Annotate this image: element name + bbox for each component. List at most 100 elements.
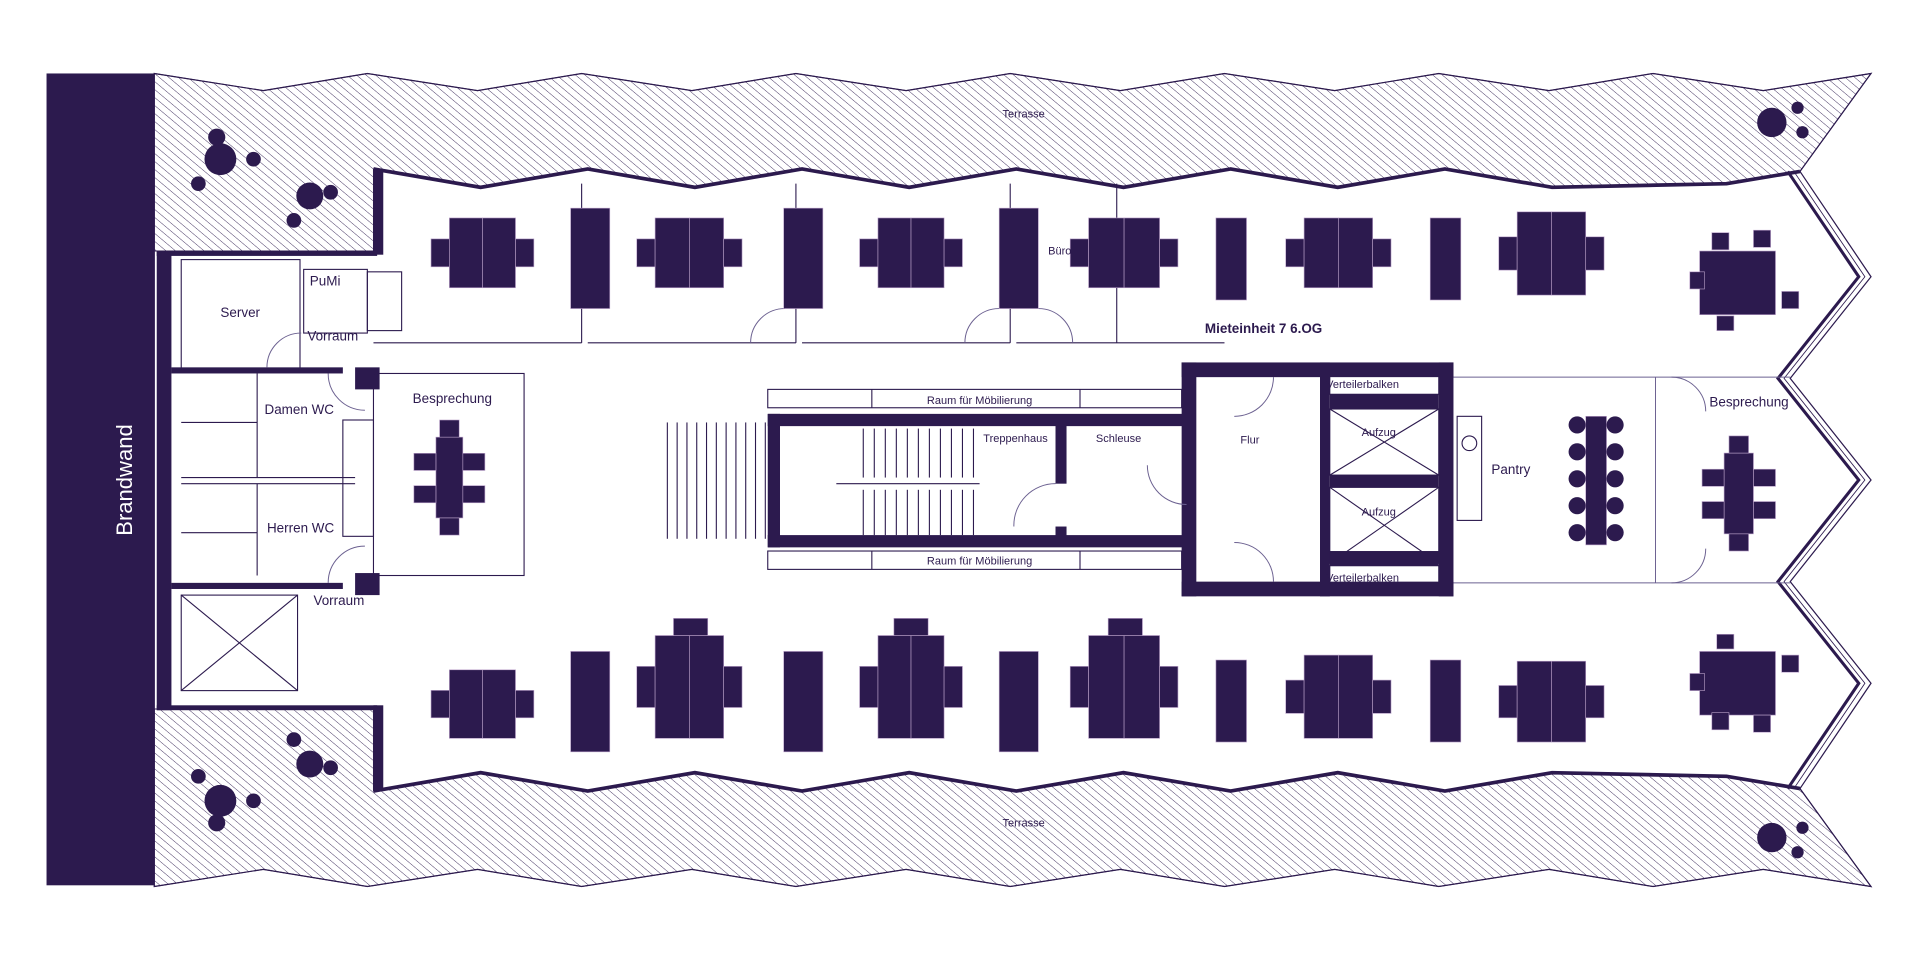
tree-icon <box>1791 846 1804 859</box>
wall <box>1329 475 1439 488</box>
wall <box>1438 362 1454 597</box>
room-pumi: PuMi <box>310 273 341 288</box>
desk <box>449 217 483 289</box>
room-vestibule-bottom: Vorraum <box>313 593 364 608</box>
chair <box>859 238 879 268</box>
chair <box>1689 271 1705 290</box>
desk <box>1123 635 1160 739</box>
chair <box>1753 714 1771 733</box>
chair <box>1069 666 1089 708</box>
chair <box>462 453 486 471</box>
wall <box>767 413 780 548</box>
chair <box>1107 618 1143 636</box>
chair <box>943 666 963 708</box>
tree-icon <box>1796 821 1809 834</box>
chair <box>673 618 709 636</box>
stool <box>1568 524 1586 542</box>
chair <box>515 238 535 268</box>
chair <box>1728 533 1749 552</box>
chair <box>1711 712 1730 731</box>
desk <box>1338 217 1373 289</box>
wall <box>373 168 384 255</box>
wall <box>171 367 343 374</box>
shower <box>180 594 299 692</box>
wall <box>767 413 1194 427</box>
chair <box>1728 435 1749 454</box>
room-meeting-left: Besprechung <box>413 391 492 406</box>
desk <box>1088 217 1125 289</box>
room-elevator-1: Aufzug <box>1362 427 1396 439</box>
unit-title: Mieteinheit 7 6.OG <box>1205 321 1322 336</box>
room-meeting-right: Besprechung <box>1709 395 1788 410</box>
desk <box>1338 654 1373 739</box>
chair <box>723 238 743 268</box>
wall <box>355 367 380 390</box>
terrace-bottom-label: Terrasse <box>1003 818 1045 830</box>
door-swing <box>964 308 1000 343</box>
wall <box>1329 394 1439 409</box>
chair <box>1372 679 1392 714</box>
cabinet <box>783 651 824 753</box>
room-stairwell: Treppenhaus <box>983 433 1048 445</box>
chair <box>893 618 929 636</box>
room-server: Server <box>220 305 260 320</box>
tree-icon <box>191 176 206 192</box>
desk <box>1303 654 1339 739</box>
facade-bottom <box>373 770 1801 793</box>
door-swing <box>1146 465 1187 505</box>
stool <box>1568 470 1586 488</box>
cabinet <box>998 207 1039 309</box>
desk <box>689 635 724 739</box>
chair <box>1585 236 1605 271</box>
cabinet <box>998 651 1039 753</box>
wall <box>1181 362 1454 378</box>
stool <box>1606 497 1624 515</box>
wall <box>1055 422 1067 484</box>
chair <box>1753 468 1776 487</box>
chair <box>515 690 535 719</box>
room-furnishing-top: Raum für Möbilierung <box>927 395 1032 407</box>
chair <box>1701 501 1725 520</box>
desk <box>1516 211 1552 296</box>
door-swing <box>327 373 365 411</box>
desk <box>654 217 690 289</box>
chair <box>1753 229 1771 248</box>
stool <box>1568 443 1586 461</box>
desk <box>1303 217 1339 289</box>
room-furnishing-bottom: Raum für Möbilierung <box>927 555 1032 567</box>
door-swing <box>1013 483 1056 527</box>
room-elevator-2: Aufzug <box>1362 507 1396 519</box>
tree-icon <box>1757 822 1787 853</box>
chair <box>1498 236 1518 271</box>
tree-icon <box>323 760 338 776</box>
wall <box>767 535 1194 548</box>
wall <box>1320 362 1330 597</box>
chair <box>430 238 450 268</box>
tree-icon <box>204 784 237 817</box>
tree-icon <box>208 128 226 146</box>
chair <box>943 238 963 268</box>
furniture <box>413 207 1800 753</box>
door-swing <box>327 545 365 583</box>
tree-icon <box>191 768 206 784</box>
tree-icon <box>246 793 261 809</box>
tree-icon <box>246 151 261 167</box>
stool <box>1568 497 1586 515</box>
tree-icon <box>208 814 226 832</box>
tree-icon <box>296 182 324 210</box>
wall-line <box>1329 408 1440 476</box>
chair <box>462 485 486 504</box>
chair <box>1585 685 1605 719</box>
wall <box>1055 526 1067 539</box>
door-swing <box>1671 548 1707 584</box>
chair <box>636 666 656 708</box>
desk <box>689 217 724 289</box>
desk <box>1551 660 1587 743</box>
room-ladies-wc: Damen WC <box>264 402 334 417</box>
chair <box>1716 315 1735 331</box>
fire-wall-label: Brandwand <box>112 424 137 535</box>
chair <box>1159 666 1179 708</box>
door-swing <box>1234 541 1274 582</box>
table <box>435 436 464 519</box>
cabinet <box>783 207 824 309</box>
